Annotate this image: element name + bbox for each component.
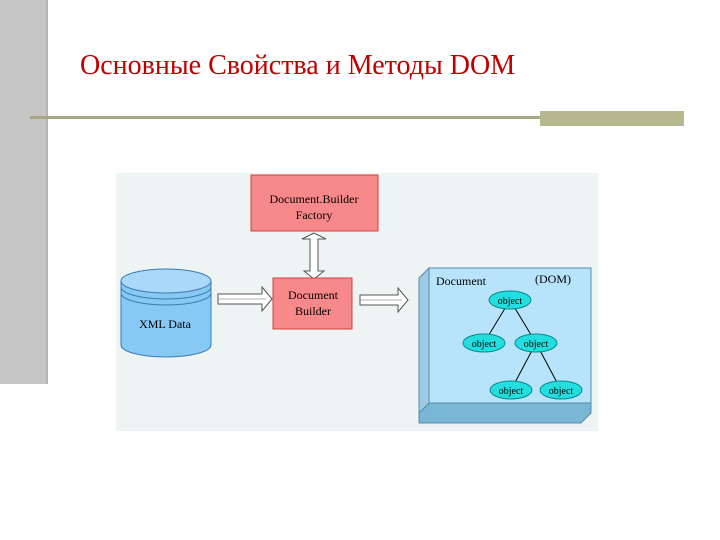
object-node-leaf-1: object — [489, 380, 533, 400]
left-decor-bar — [0, 0, 48, 384]
builder-to-dom-arrow — [359, 286, 409, 314]
xml-to-builder-arrow — [217, 285, 273, 313]
object-node-right: object — [514, 333, 558, 353]
svg-text:object: object — [498, 296, 523, 307]
title-rule — [30, 116, 684, 119]
svg-text:object: object — [499, 386, 524, 397]
factory-to-builder-arrow — [301, 232, 327, 280]
factory-label-line2: Factory — [296, 208, 333, 222]
object-node-leaf-2: object — [539, 380, 583, 400]
xml-data-cylinder: XML Data — [120, 268, 212, 358]
dom-tag-label: (DOM) — [535, 272, 571, 286]
builder-label-line1: Document — [288, 288, 339, 302]
svg-text:object: object — [549, 386, 574, 397]
dom-document-label: Document — [436, 274, 487, 288]
diagram-canvas: Document.Builder Factory Document Builde… — [120, 174, 592, 424]
builder-factory-box: Document.Builder Factory — [250, 174, 379, 232]
xml-data-label: XML Data — [139, 317, 192, 331]
dom-document-panel: Document (DOM) object object object — [418, 266, 592, 424]
title-rule-accent — [540, 111, 684, 126]
document-builder-box: Document Builder — [272, 277, 353, 330]
object-node-left: object — [462, 333, 506, 353]
factory-label-line1: Document.Builder — [270, 192, 359, 206]
dom-diagram: Document.Builder Factory Document Builde… — [116, 173, 598, 431]
svg-text:object: object — [472, 339, 497, 350]
slide-title: Основные Свойства и Методы DOM — [80, 50, 516, 81]
builder-label-line2: Builder — [295, 304, 331, 318]
object-node-root: object — [488, 290, 532, 310]
svg-text:object: object — [524, 339, 549, 350]
